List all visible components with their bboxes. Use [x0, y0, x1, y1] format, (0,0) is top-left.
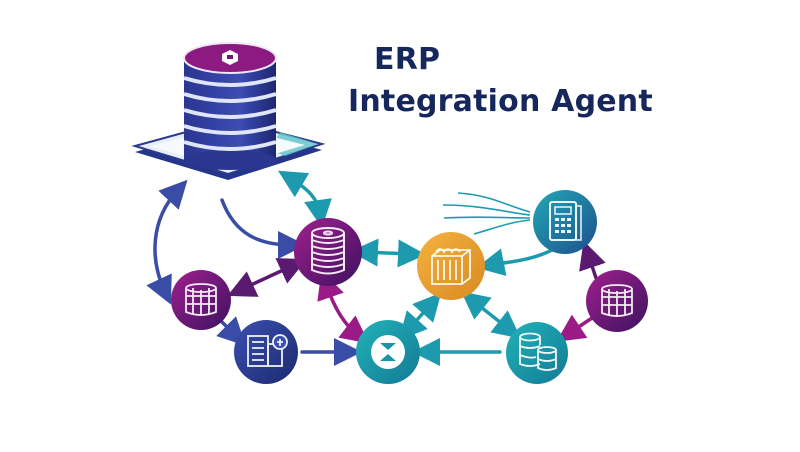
storage-node[interactable] — [506, 322, 568, 384]
sync-icon-bg — [371, 335, 405, 369]
arrow-base-to-hub — [220, 198, 306, 259]
document-cloud-icon — [247, 334, 288, 367]
arrow-base-to-hub-teal — [277, 170, 332, 228]
stacked-database-icon — [183, 42, 277, 170]
title-line-erp: ERP — [374, 42, 441, 77]
arrow-gridright-calc — [579, 240, 606, 280]
calculator-node[interactable] — [533, 190, 597, 254]
calculator-icon — [549, 201, 582, 241]
sync-node[interactable] — [356, 320, 420, 384]
central-erp-database[interactable] — [131, 42, 326, 180]
data-grid-right-node[interactable] — [586, 270, 648, 332]
grid-database-icon — [185, 283, 217, 316]
arrow-inventory-storage — [461, 291, 521, 339]
arrow-sync-inventory — [398, 292, 442, 341]
arrow-base-to-grid-left — [146, 179, 188, 305]
arrow-hub-grid-left — [227, 258, 307, 297]
data-stream-lines — [442, 192, 531, 235]
arrow-calc-inventory — [476, 246, 558, 276]
boxes-icon — [431, 248, 471, 285]
database-hub-node[interactable] — [294, 218, 362, 286]
data-grid-left-node[interactable] — [171, 270, 231, 330]
grid-database-icon — [601, 284, 633, 317]
multi-database-icon — [519, 332, 557, 371]
arrow-gridright-storage — [556, 314, 594, 342]
inventory-node[interactable] — [417, 232, 485, 300]
title-line-integration-agent: Integration Agent — [348, 84, 653, 119]
sync-icon — [380, 343, 396, 361]
disk-stack-icon — [311, 227, 345, 275]
arrow-hub-inventory — [350, 238, 426, 268]
document-server-node[interactable] — [234, 320, 298, 384]
arrow-hub-sync — [317, 270, 370, 344]
